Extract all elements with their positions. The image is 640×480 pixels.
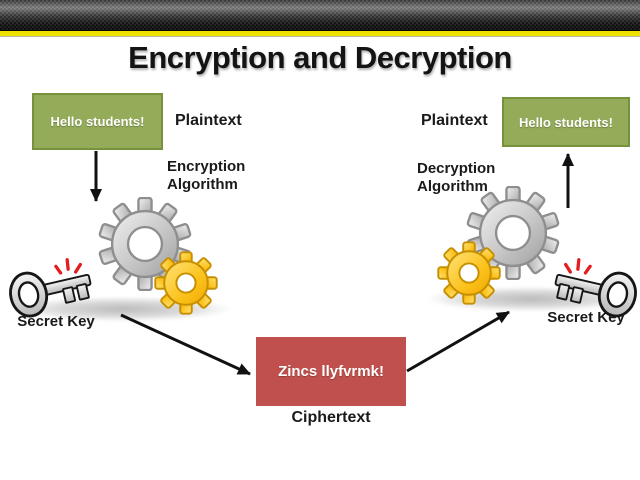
gear-icon bbox=[437, 241, 501, 305]
accent-stripe bbox=[0, 31, 640, 37]
ciphertext-label: Ciphertext bbox=[291, 409, 371, 426]
decryption-algorithm-label: Decryption Algorithm bbox=[417, 160, 496, 195]
plaintext-box-right: Hello students! bbox=[502, 97, 630, 147]
gear-icon bbox=[98, 197, 192, 291]
sparkle-icon bbox=[564, 258, 592, 275]
header-bar bbox=[0, 0, 640, 31]
key-icon bbox=[554, 258, 637, 318]
plaintext-message-right: Hello students! bbox=[519, 114, 613, 130]
sparkle-icon bbox=[54, 258, 82, 275]
plaintext-label-left: Plaintext bbox=[175, 112, 242, 129]
arrow-encrypt-to-cipher bbox=[120, 313, 251, 376]
key-icon bbox=[9, 258, 92, 318]
ciphertext-box: Zincs llyfvrmk! bbox=[256, 337, 406, 406]
plaintext-message-left: Hello students! bbox=[50, 114, 145, 129]
page-title: Encryption and Decryption bbox=[128, 40, 512, 75]
ciphertext-message: Zincs llyfvrmk! bbox=[278, 363, 384, 380]
secret-key-label-left: Secret Key bbox=[17, 313, 95, 330]
gear-icon bbox=[466, 186, 560, 280]
plaintext-label-right: Plaintext bbox=[421, 112, 488, 129]
arrow-cipher-to-decrypt bbox=[406, 310, 510, 373]
plaintext-box-left: Hello students! bbox=[32, 93, 163, 150]
gear-icon bbox=[154, 251, 218, 315]
encryption-algorithm-label: Encryption Algorithm bbox=[167, 158, 246, 193]
